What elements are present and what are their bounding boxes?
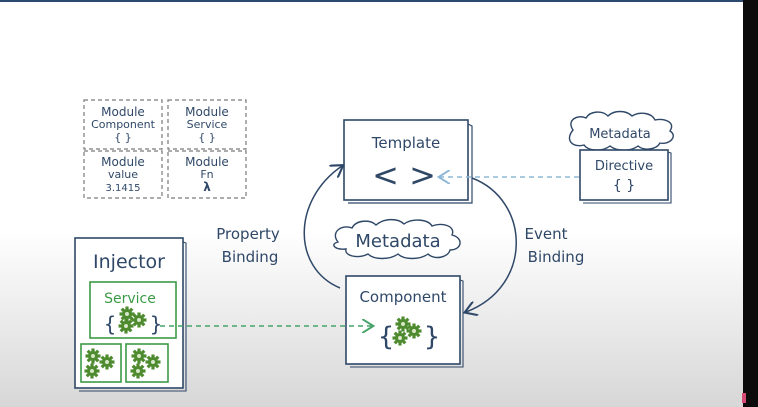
metadata-top-label: Metadata [589, 127, 651, 142]
component-brace-left-icon: { [378, 322, 395, 352]
component-label: Component [359, 288, 446, 306]
module-title: Module [101, 155, 145, 169]
module-symbol: { } [114, 131, 132, 144]
injector-label: Injector [93, 251, 165, 273]
event-binding-line2: Binding [528, 248, 585, 266]
module-title: Module [101, 105, 145, 119]
module-box-component [83, 99, 163, 150]
template-label: Template [371, 134, 440, 152]
module-box-service [167, 99, 247, 150]
metadata-center-label: Metadata [355, 231, 440, 252]
module-subtitle: Component [91, 118, 156, 131]
metadata-cloud-center: Metadata [333, 218, 461, 260]
module-title: Module [185, 105, 229, 119]
injector-service-label: Service [104, 291, 156, 307]
property-binding-line2: Binding [222, 248, 279, 266]
module-box-fn [167, 150, 247, 199]
directive-label: Directive [595, 159, 653, 174]
metadata-cloud-top: Metadata [568, 110, 674, 151]
module-subtitle: value [108, 168, 138, 181]
injector-box: Injector Service { } [74, 237, 187, 392]
module-title: Module [185, 155, 229, 169]
property-binding-line1: Property [216, 225, 280, 243]
service-brace-right-icon: } [150, 312, 163, 336]
top-border [0, 0, 758, 2]
event-binding-arrow [466, 177, 517, 312]
module-grid: Module Component { } Module Service { } … [83, 99, 247, 199]
module-symbol: { } [198, 131, 216, 144]
directive-box: Directive { } [579, 149, 672, 204]
module-box-value [83, 150, 163, 199]
component-brace-right-icon: } [424, 322, 441, 352]
directive-symbol: { } [613, 178, 635, 194]
module-symbol: λ [203, 180, 211, 194]
component-box: Component { } [345, 275, 464, 368]
service-brace-left-icon: { [104, 312, 117, 336]
corner-marker [742, 393, 746, 403]
module-subtitle: Service [187, 118, 228, 131]
template-box: Template < > [343, 119, 473, 204]
module-subtitle: Fn [200, 168, 213, 181]
template-symbol: < > [372, 156, 436, 194]
property-binding-arrow [303, 166, 342, 289]
event-binding-line1: Event [525, 225, 568, 243]
module-symbol: 3.1415 [106, 183, 141, 194]
right-edge-bar [743, 0, 758, 407]
